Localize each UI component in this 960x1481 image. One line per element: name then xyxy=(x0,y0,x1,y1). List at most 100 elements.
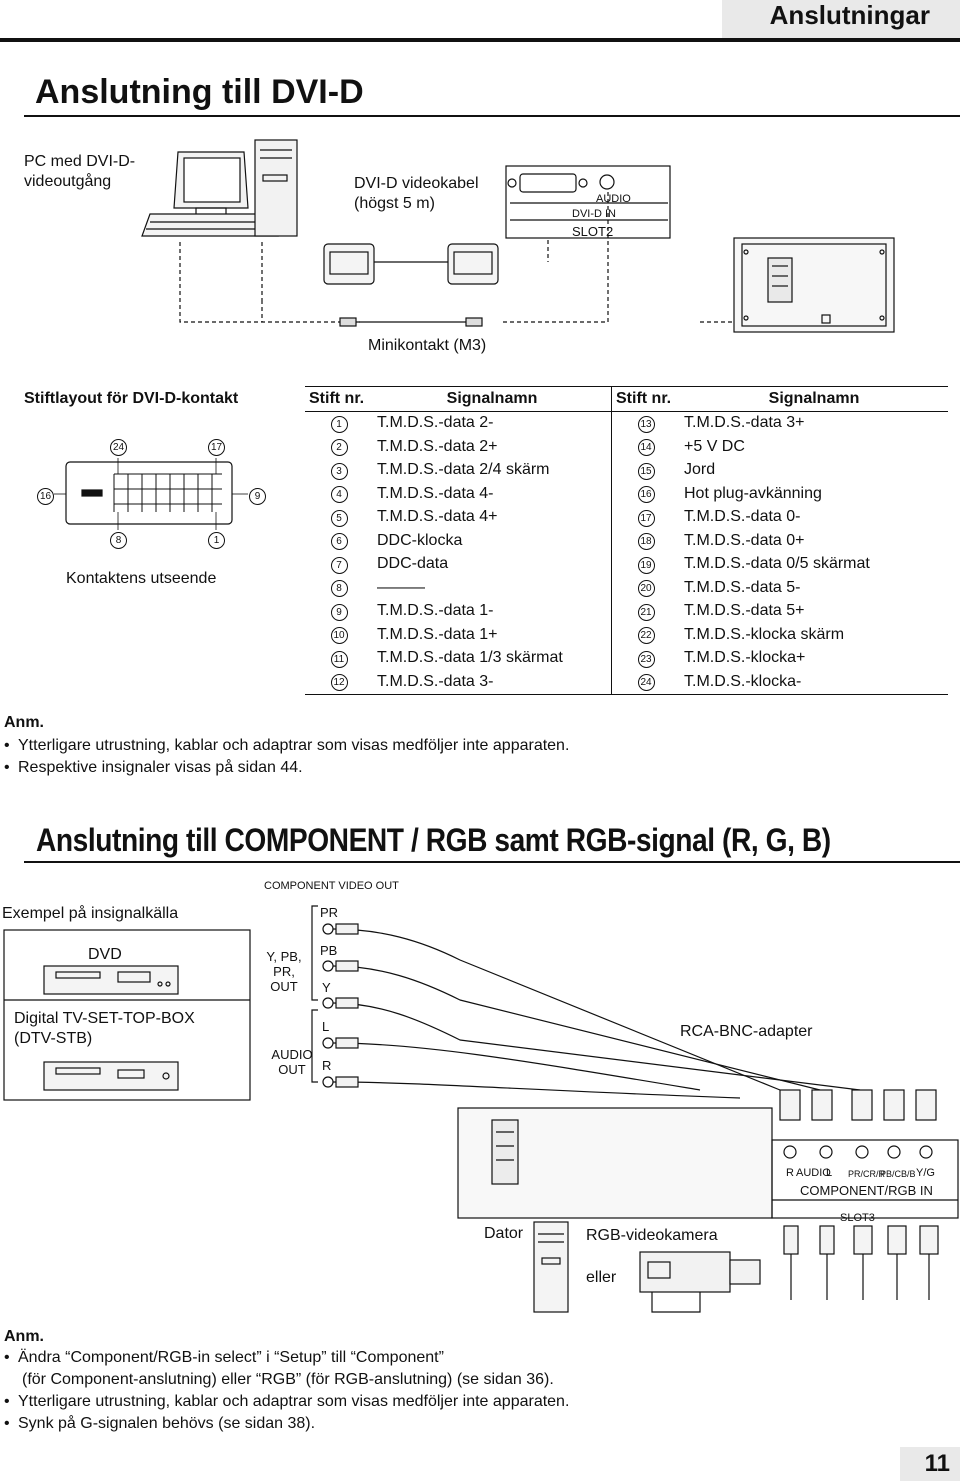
ypbpr-out-label: Y, PB, PR, OUT xyxy=(266,949,302,994)
or-label: eller xyxy=(586,1269,617,1286)
dvi-in-label: DVI-D IN xyxy=(572,208,616,220)
pin-number: 17 xyxy=(637,509,655,527)
jack-l-label: L xyxy=(322,1019,330,1034)
pin-row: 6 DDC-klocka 18 T.M.D.S.-data 0+ xyxy=(305,529,948,553)
panel-pr-label: PR/CR/R xyxy=(848,1169,886,1179)
pin-number: 23 xyxy=(637,650,655,668)
pin-number: 15 xyxy=(637,462,655,480)
stb-device xyxy=(43,1061,179,1091)
computer-tower xyxy=(533,1221,569,1313)
cvo-label: COMPONENT VIDEO OUT xyxy=(264,880,399,892)
pin-signal: DDC-klocka xyxy=(377,531,463,549)
jack-r xyxy=(322,1076,334,1088)
dvi-in-port xyxy=(519,173,577,193)
pin-number: 12 xyxy=(330,674,348,692)
jack-l xyxy=(322,1037,334,1049)
pin-row: 5 T.M.D.S.-data 4+ 17 T.M.D.S.-data 0- xyxy=(305,505,948,529)
pin-signal: T.M.D.S.-data 4+ xyxy=(377,508,498,526)
pin-number: 10 xyxy=(330,627,348,645)
panel-l-label: L xyxy=(826,1167,833,1179)
component-rgb-in-panel xyxy=(771,1139,959,1219)
pin-mark-17: 17 xyxy=(208,439,225,456)
audio-out-label: AUDIO OUT xyxy=(271,1047,313,1077)
pin-number: 14 xyxy=(637,439,655,457)
pin-signal: T.M.D.S.-data 1+ xyxy=(377,625,498,643)
display-rear-panel-2 xyxy=(457,1107,773,1219)
component-heading-rule xyxy=(24,861,960,863)
pin-number: 5 xyxy=(330,509,348,527)
dvi-connector-face xyxy=(65,461,233,525)
pin-number: 1 xyxy=(330,415,348,433)
pin-number: 7 xyxy=(330,556,348,574)
pin-number: 20 xyxy=(637,580,655,598)
pin-number: 8 xyxy=(330,580,348,598)
comp-in-label: COMPONENT/RGB IN xyxy=(800,1183,933,1198)
pin-number: 3 xyxy=(330,462,348,480)
dvi-note-head: Anm. xyxy=(4,714,44,731)
slot2-panel xyxy=(505,165,671,239)
pin-signal: T.M.D.S.-klocka+ xyxy=(684,649,806,667)
computer-label: Dator xyxy=(484,1225,524,1242)
dvd-player xyxy=(43,965,179,995)
camera-label: RGB-videokamera xyxy=(586,1227,718,1244)
bottom-plugs xyxy=(783,1225,939,1255)
pin-signal: T.M.D.S.-data 0+ xyxy=(684,531,805,549)
jack-y-label: Y xyxy=(322,980,331,995)
pc-label: PC med DVI-D- videoutgång xyxy=(24,153,136,190)
audio-port-label: AUDIO xyxy=(596,193,631,205)
dvd-label: DVD xyxy=(88,946,122,963)
pin-mark-9: 9 xyxy=(249,488,266,505)
comp-note-1: Ändra “Component/RGB-in select” i “Setup… xyxy=(4,1347,444,1368)
display-rear-panel xyxy=(733,237,895,333)
pin-number: 22 xyxy=(637,627,655,645)
header-tab xyxy=(722,0,960,38)
pin-signal: T.M.D.S.-data 4- xyxy=(377,484,494,502)
dvi-note-1: Ytterligare utrustning, kablar och adapt… xyxy=(4,735,569,756)
dvi-heading-rule xyxy=(24,115,960,117)
jack-pr xyxy=(322,923,334,935)
pin-signal: T.M.D.S.-klocka- xyxy=(680,670,948,695)
pin-signal: T.M.D.S.-data 1- xyxy=(377,602,494,620)
camcorder xyxy=(639,1251,761,1313)
pin-signal: T.M.D.S.-data 0/5 skärmat xyxy=(684,555,870,573)
pc-illustration xyxy=(141,139,298,237)
pin-number: 6 xyxy=(330,533,348,551)
pin-number: 13 xyxy=(637,415,655,433)
pin-number: 18 xyxy=(637,533,655,551)
rca-bnc-label: RCA-BNC-adapter xyxy=(680,1023,813,1040)
pin-number: 2 xyxy=(330,439,348,457)
pin-layout-title: Stiftlayout för DVI-D-kontakt xyxy=(24,390,239,407)
page-number-box xyxy=(900,1447,960,1481)
pin-number: 24 xyxy=(637,674,655,692)
dvi-pin-grid xyxy=(113,473,222,512)
stb-label: Digital TV-SET-TOP-BOX (DTV-STB) xyxy=(14,1010,195,1047)
pin-signal: T.M.D.S.-data 5- xyxy=(684,578,801,596)
panel-pb-label: PB/CB/B xyxy=(880,1169,916,1179)
slot2-label: SLOT2 xyxy=(572,224,614,239)
pin-signal: T.M.D.S.-data 0- xyxy=(684,508,801,526)
pin-signal: T.M.D.S.-data 2- xyxy=(377,414,494,432)
dvi-pin-table: Stift nr. Signalnamn Stift nr. Signalnam… xyxy=(305,386,948,695)
pin-signal: T.M.D.S.-data 2+ xyxy=(377,437,498,455)
panel-y-label: Y/G xyxy=(916,1167,935,1179)
pin-signal: T.M.D.S.-data 2/4 skärm xyxy=(377,461,550,479)
audio-port xyxy=(599,174,615,190)
pin-signal: Jord xyxy=(684,461,716,479)
pin-signal: T.M.D.S.-data 1/3 skärmat xyxy=(377,649,563,667)
pin-signal: ——— xyxy=(377,578,425,596)
minijack-cable xyxy=(339,317,483,327)
dvi-heading: Anslutning till DVI-D xyxy=(35,73,364,111)
panel-audio-label: AUDIO xyxy=(796,1167,831,1179)
pin-row: 3 T.M.D.S.-data 2/4 skärm 15 Jord xyxy=(305,458,948,482)
pin-row: 8 ——— 20 T.M.D.S.-data 5- xyxy=(305,576,948,600)
pin-number: 19 xyxy=(637,556,655,574)
bnc-adapters xyxy=(779,1089,937,1121)
pin-signal: T.M.D.S.-data 5+ xyxy=(684,602,805,620)
